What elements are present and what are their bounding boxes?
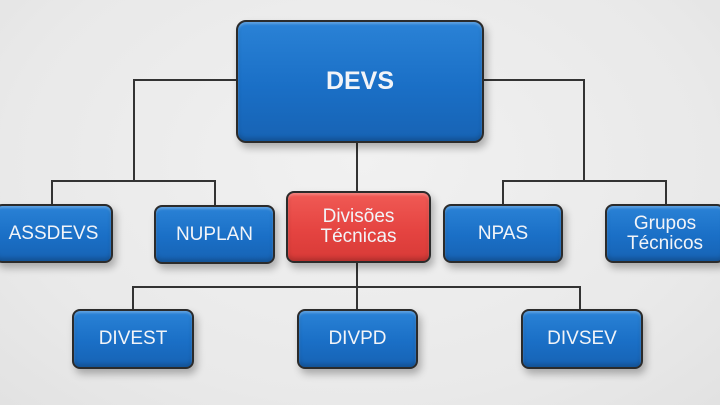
node-divest[interactable]: DIVEST [72,309,194,369]
node-label: ASSDEVS [8,222,99,244]
node-label: DEVS [325,67,395,96]
node-divisoes-tecnicas[interactable]: Divisões Técnicas [286,191,431,263]
node-divsev[interactable]: DIVSEV [521,309,643,369]
node-npas[interactable]: NPAS [443,204,563,263]
node-label: NPAS [477,222,529,244]
connector-devs-right-branch [483,79,585,181]
connector-right-group-bar [502,180,667,205]
node-label: DIVPD [328,328,387,350]
connector-level2-bar [132,286,581,310]
node-grupos-tecnicos[interactable]: Grupos Técnicos [605,204,720,263]
node-assdevs[interactable]: ASSDEVS [0,204,113,263]
node-label: NUPLAN [175,223,254,245]
node-divpd[interactable]: DIVPD [297,309,418,369]
node-label-line-1: Grupos [633,212,697,234]
node-devs[interactable]: DEVS [236,20,484,143]
connector-devs-left-branch [133,79,237,181]
node-label: DIVEST [98,328,168,350]
node-label: DIVSEV [547,328,617,350]
node-label-line-1: Divisões [322,206,395,228]
node-nuplan[interactable]: NUPLAN [154,205,275,264]
node-label-line-2: Técnicos [626,232,704,254]
connector-left-group-bar [51,180,216,206]
node-label-line-2: Técnicas [320,226,397,247]
